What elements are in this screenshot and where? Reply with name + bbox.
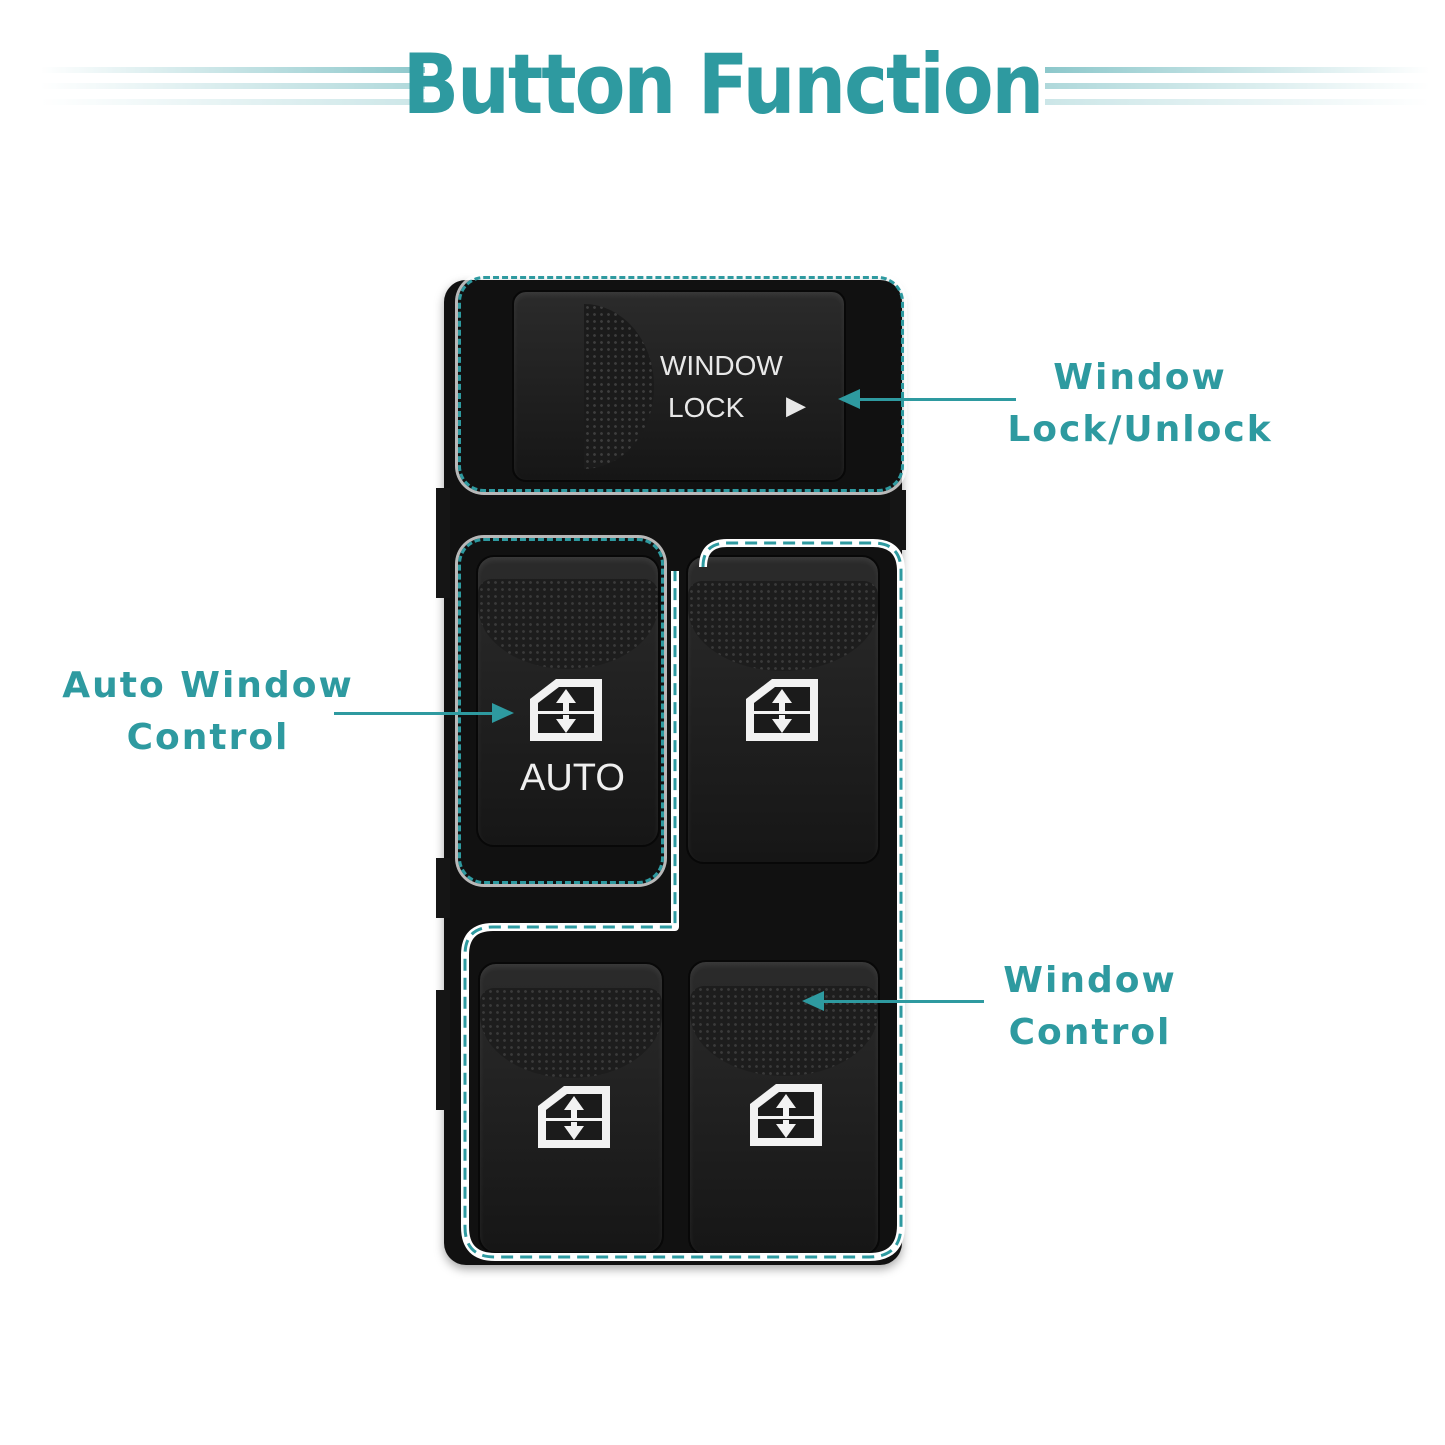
title-decoration-right <box>1045 67 1430 73</box>
title-decoration-right-2 <box>1045 83 1430 89</box>
window-lock-button[interactable]: WINDOW LOCK ▶ <box>512 290 846 482</box>
lock-callout-line1: Window <box>1053 357 1227 398</box>
window-up-down-icon <box>750 1084 822 1146</box>
lock-label-line1: WINDOW <box>660 350 783 381</box>
auto-callout-line1: Auto Window <box>62 665 354 706</box>
window-callout-line <box>822 1000 984 1003</box>
housing-tab <box>436 858 450 918</box>
auto-callout-line2: Control <box>126 717 290 758</box>
lock-label-line2: LOCK <box>668 392 745 423</box>
lock-callout-label: Window Lock/Unlock <box>1000 352 1280 456</box>
title-decoration-left <box>40 67 425 73</box>
window-control-highlight-outline <box>461 539 905 1261</box>
window-callout-arrow-icon <box>802 991 824 1011</box>
lock-arrow-icon: ▶ <box>786 390 806 420</box>
lock-callout-line <box>858 398 1016 401</box>
auto-label: AUTO <box>520 757 625 799</box>
auto-window-button[interactable]: AUTO <box>476 555 660 847</box>
window-callout-line1: Window <box>1003 960 1177 1001</box>
housing-tab <box>890 490 906 550</box>
window-callout-label: Window Control <box>980 955 1200 1059</box>
window-callout-line2: Control <box>1008 1012 1172 1053</box>
housing-tab <box>436 488 450 598</box>
title-decoration-left-2 <box>40 83 425 89</box>
title-decoration-right-3 <box>1045 99 1430 105</box>
auto-highlight-outline <box>458 538 664 884</box>
lock-callout-arrow-icon <box>838 389 860 409</box>
page-title: Button Function <box>402 36 1044 134</box>
lock-highlight-outline <box>458 276 904 492</box>
rear-right-window-button[interactable] <box>688 960 880 1256</box>
window-up-down-icon <box>746 679 818 741</box>
passenger-window-button[interactable] <box>686 555 880 864</box>
window-up-down-icon <box>530 679 602 741</box>
auto-callout-arrow-icon <box>492 703 514 723</box>
lock-callout-line2: Lock/Unlock <box>1007 409 1273 450</box>
window-up-down-icon <box>538 1086 610 1148</box>
title-decoration-left-3 <box>40 99 425 105</box>
housing-tab <box>436 990 450 1110</box>
auto-callout-label: Auto Window Control <box>58 660 358 764</box>
title-row: Button Function <box>0 30 1445 140</box>
auto-callout-line <box>334 712 494 715</box>
